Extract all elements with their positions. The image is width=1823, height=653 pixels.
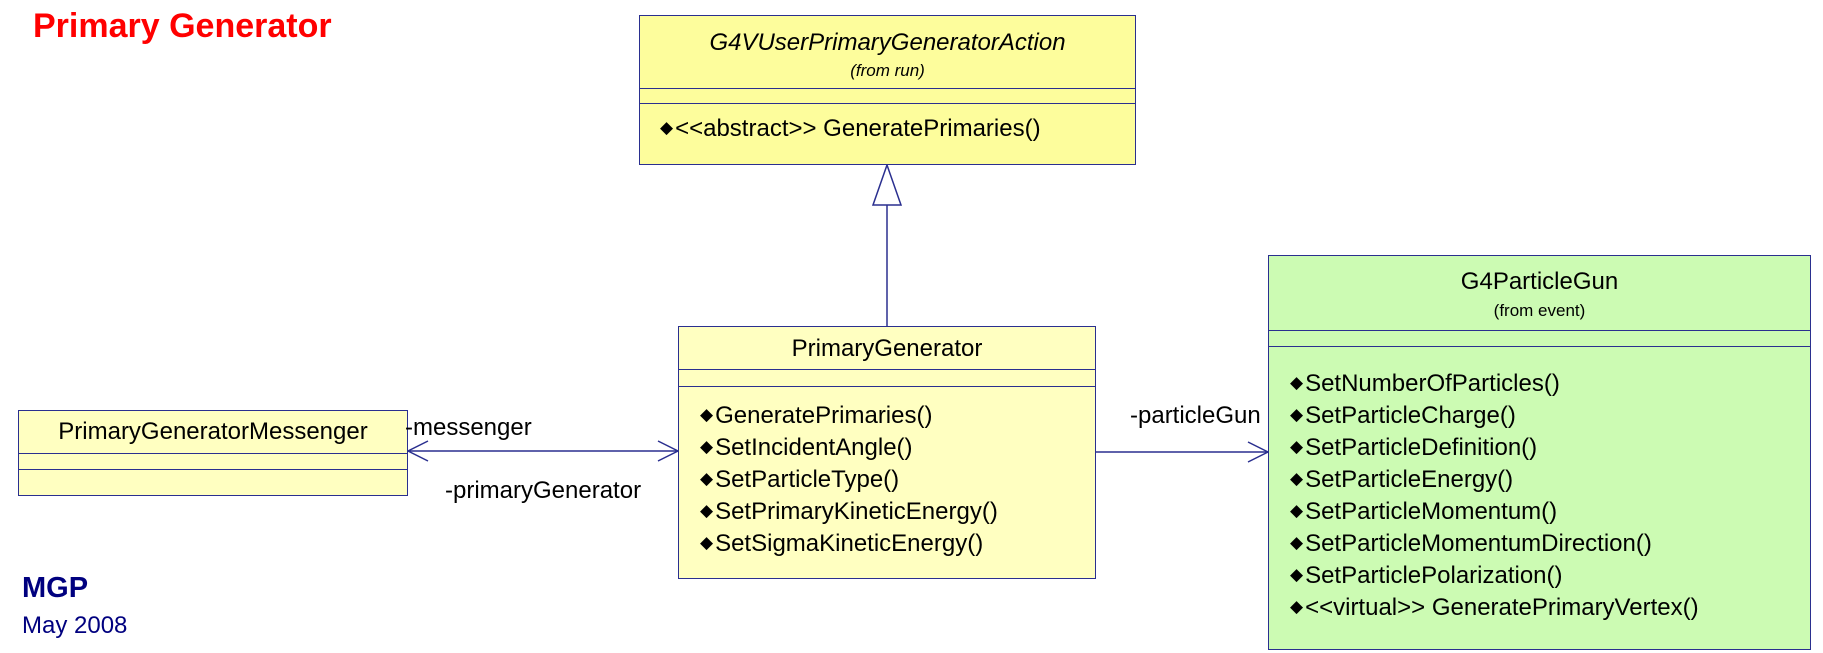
class-primarygenerator: PrimaryGenerator ◆GeneratePrimaries()◆Se…: [678, 326, 1096, 579]
class-name: G4VUserPrimaryGeneratorAction: [709, 29, 1066, 56]
public-operation-icon: ◆: [700, 533, 714, 552]
operation-item: ◆<<virtual>> GeneratePrimaryVertex(): [1290, 591, 1810, 623]
operation-label: SetPrimaryKineticEnergy(): [715, 498, 998, 525]
operation-item: ◆SetPrimaryKineticEnergy(): [700, 495, 1095, 527]
role-label-primary-generator: -primaryGenerator: [445, 477, 642, 504]
public-operation-icon: ◆: [700, 469, 714, 488]
class-attributes-section: [19, 454, 407, 470]
operation-item: ◆SetParticleCharge(): [1290, 399, 1810, 431]
operation-item: ◆SetSigmaKineticEnergy(): [700, 527, 1095, 559]
association-arrowhead-messenger-end: [406, 440, 429, 462]
operation-label: <<abstract>> GeneratePrimaries(): [675, 115, 1041, 142]
class-name: PrimaryGeneratorMessenger: [58, 418, 368, 445]
role-label-particle-gun: -particleGun: [1130, 402, 1261, 429]
public-operation-icon: ◆: [1290, 565, 1304, 584]
class-operations: ◆SetNumberOfParticles()◆SetParticleCharg…: [1269, 347, 1810, 623]
public-operation-icon: ◆: [700, 405, 714, 424]
class-package: (from run): [850, 61, 925, 80]
public-operation-icon: ◆: [660, 118, 674, 137]
operation-item: ◆SetParticleDefinition(): [1290, 431, 1810, 463]
public-operation-icon: ◆: [1290, 437, 1304, 456]
class-operations: ◆GeneratePrimaries()◆SetIncidentAngle()◆…: [679, 387, 1095, 559]
class-attributes-section: [640, 89, 1135, 104]
operation-item: ◆<<abstract>> GeneratePrimaries(): [660, 112, 1135, 144]
public-operation-icon: ◆: [1290, 469, 1304, 488]
operation-label: SetParticleEnergy(): [1305, 466, 1514, 493]
class-attributes-section: [1269, 331, 1810, 347]
public-operation-icon: ◆: [1290, 501, 1304, 520]
author-name: MGP: [22, 572, 89, 604]
operation-item: ◆GeneratePrimaries(): [700, 399, 1095, 431]
public-operation-icon: ◆: [1290, 533, 1304, 552]
public-operation-icon: ◆: [700, 437, 714, 456]
role-label-messenger: -messenger: [405, 414, 532, 441]
operation-label: SetIncidentAngle(): [715, 434, 913, 461]
operation-item: ◆SetParticleEnergy(): [1290, 463, 1810, 495]
class-name-section: PrimaryGeneratorMessenger: [19, 411, 407, 454]
operation-label: SetParticleMomentum(): [1305, 498, 1558, 525]
operation-item: ◆SetIncidentAngle(): [700, 431, 1095, 463]
operation-item: ◆SetNumberOfParticles(): [1290, 367, 1810, 399]
class-primarygeneratormessenger: PrimaryGeneratorMessenger: [18, 410, 408, 496]
operation-label: SetParticleDefinition(): [1305, 434, 1538, 461]
operation-label: GeneratePrimaries(): [715, 402, 933, 429]
class-name: PrimaryGenerator: [791, 335, 983, 362]
class-operations: ◆<<abstract>> GeneratePrimaries(): [640, 104, 1135, 144]
class-g4vuserprimarygeneratoraction: G4VUserPrimaryGeneratorAction (from run)…: [639, 15, 1136, 165]
page-title: Primary Generator: [33, 7, 332, 45]
operation-item: ◆SetParticleType(): [700, 463, 1095, 495]
operation-label: SetSigmaKineticEnergy(): [715, 530, 984, 557]
class-package: (from event): [1493, 301, 1586, 320]
operation-label: SetParticleCharge(): [1305, 402, 1516, 429]
inheritance-arrowhead: [871, 162, 903, 206]
class-g4particlegun: G4ParticleGun (from event) ◆SetNumberOfP…: [1268, 255, 1811, 650]
class-name-section: G4VUserPrimaryGeneratorAction (from run): [640, 16, 1135, 89]
operation-label: SetParticleType(): [715, 466, 900, 493]
class-name-section: PrimaryGenerator: [679, 327, 1095, 370]
public-operation-icon: ◆: [1290, 373, 1304, 392]
operation-item: ◆SetParticleMomentum(): [1290, 495, 1810, 527]
operation-label: SetParticleMomentumDirection(): [1305, 530, 1652, 557]
author-date: May 2008: [22, 612, 128, 639]
public-operation-icon: ◆: [1290, 597, 1304, 616]
operation-item: ◆SetParticlePolarization(): [1290, 559, 1810, 591]
operation-item: ◆SetParticleMomentumDirection(): [1290, 527, 1810, 559]
operation-label: SetNumberOfParticles(): [1305, 370, 1560, 397]
class-name-section: G4ParticleGun (from event): [1269, 256, 1810, 331]
class-name: G4ParticleGun: [1460, 268, 1619, 295]
operation-label: SetParticlePolarization(): [1305, 562, 1563, 589]
class-attributes-section: [679, 370, 1095, 387]
public-operation-icon: ◆: [1290, 405, 1304, 424]
operation-label: <<virtual>> GeneratePrimaryVertex(): [1305, 594, 1699, 621]
public-operation-icon: ◆: [700, 501, 714, 520]
